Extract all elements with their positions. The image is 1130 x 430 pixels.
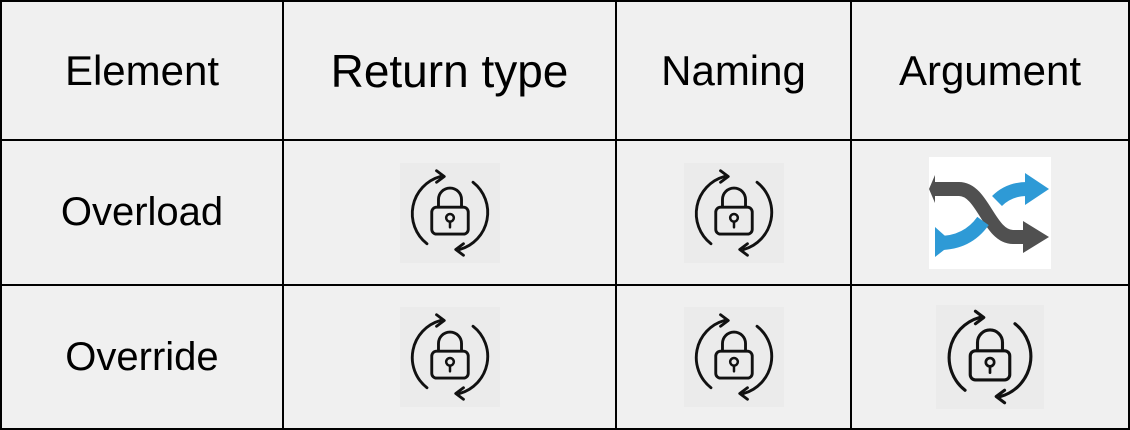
lock-cycle-icon <box>683 307 784 407</box>
row-label-overload-text: Overload <box>60 190 224 234</box>
header-naming-label: Naming <box>661 46 806 94</box>
cell-overload-naming <box>617 141 852 286</box>
header-return-type: Return type <box>284 2 617 141</box>
lock-cycle-icon <box>936 305 1044 409</box>
header-argument-label: Argument <box>898 46 1082 94</box>
row-label-overload: Overload <box>2 141 284 286</box>
header-argument: Argument <box>852 2 1128 141</box>
lock-cycle-icon <box>399 307 500 407</box>
row-label-override: Override <box>2 286 284 428</box>
shuffle-arrows-icon <box>929 156 1051 269</box>
header-element: Element <box>2 2 284 141</box>
header-return-type-label: Return type <box>330 44 569 97</box>
header-naming: Naming <box>617 2 852 141</box>
cell-override-naming <box>617 286 852 428</box>
row-label-override-text: Override <box>65 334 219 379</box>
lock-cycle-icon <box>399 162 500 263</box>
header-element-label: Element <box>64 46 220 94</box>
lock-cycle-icon <box>683 162 784 263</box>
cell-override-argument <box>852 286 1128 428</box>
cell-overload-argument <box>852 141 1128 286</box>
cell-overload-return-type <box>284 141 617 286</box>
cell-override-return-type <box>284 286 617 428</box>
